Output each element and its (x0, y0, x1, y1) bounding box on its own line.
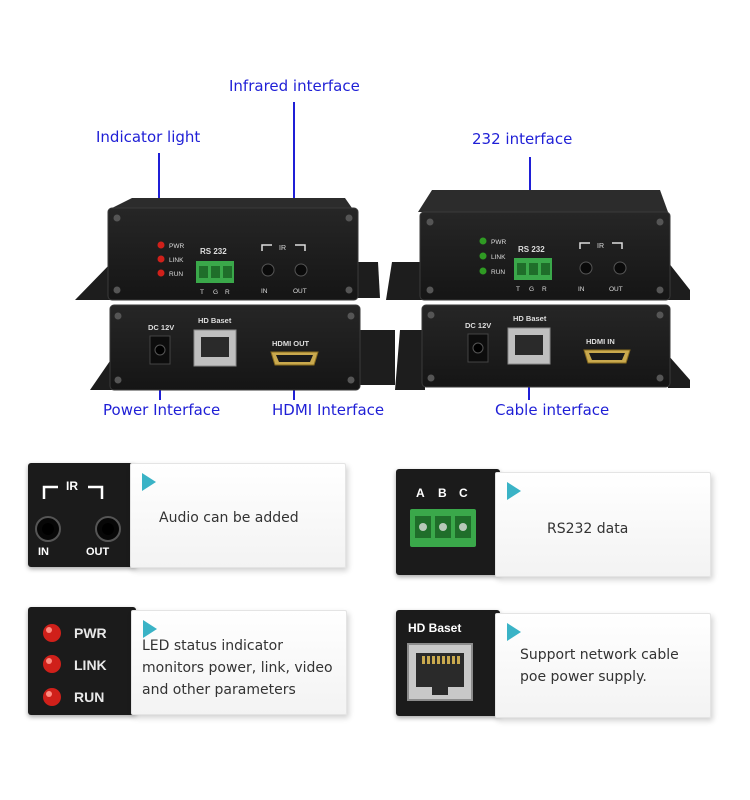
svg-text:G: G (213, 289, 218, 296)
callout-infrared: Infrared interface (229, 77, 360, 95)
right-unit: PWR LINK RUN RS 232 T G R IR IN OUT DC 1… (386, 190, 690, 390)
svg-text:HD Baset: HD Baset (513, 314, 547, 323)
svg-text:IN: IN (261, 288, 268, 295)
feature-card-led: LED status indicator monitors power, lin… (131, 610, 347, 715)
feature-text-poe: Support network cable poe power supply. (520, 647, 679, 685)
feature-text-rs232: RS232 data (547, 521, 629, 537)
svg-text:OUT: OUT (86, 546, 110, 558)
svg-text:C: C (459, 486, 468, 500)
svg-text:A: A (416, 486, 425, 500)
feature-thumb-led: PWR LINK RUN (28, 607, 136, 715)
svg-text:IN: IN (578, 286, 585, 293)
svg-text:IR: IR (597, 243, 604, 250)
callout-indicator: Indicator light (96, 128, 201, 146)
play-triangle-icon (143, 620, 157, 638)
svg-text:B: B (438, 486, 447, 500)
svg-text:LINK: LINK (74, 657, 107, 673)
feature-thumb-hdbaset: HD Baset (396, 610, 500, 716)
svg-text:HDMI OUT: HDMI OUT (272, 339, 309, 348)
svg-text:IN: IN (38, 546, 49, 558)
svg-text:T: T (516, 286, 520, 293)
label-run: RUN (169, 271, 183, 278)
svg-text:G: G (529, 286, 534, 293)
svg-text:OUT: OUT (609, 286, 623, 293)
led-pwr (157, 241, 165, 249)
svg-text:DC 12V: DC 12V (148, 323, 174, 332)
label-link: LINK (169, 257, 184, 264)
terminal-block-image: A B C (410, 486, 476, 547)
rj45-port-image: HD Baset (407, 621, 473, 701)
svg-text:HD Baset: HD Baset (408, 621, 461, 635)
svg-text:R: R (542, 286, 547, 293)
svg-text:RS 232: RS 232 (518, 245, 545, 254)
svg-text:IR: IR (279, 245, 286, 252)
led-pwr-green (479, 237, 487, 245)
play-triangle-icon (142, 473, 156, 491)
feature-card-poe: Support network cable poe power supply. (495, 613, 711, 718)
svg-text:HD Baset: HD Baset (198, 316, 232, 325)
feature-text-led: LED status indicator monitors power, lin… (142, 638, 333, 698)
callout-cable: Cable interface (495, 401, 610, 419)
feature-text-audio: Audio can be added (159, 510, 299, 526)
label-rs232: RS 232 (200, 247, 227, 256)
play-triangle-icon (507, 482, 521, 500)
callout-power: Power Interface (103, 401, 221, 419)
svg-text:PWR: PWR (74, 625, 107, 641)
svg-text:RUN: RUN (74, 689, 104, 705)
callout-rs232: 232 interface (472, 130, 573, 148)
label-pwr: PWR (169, 243, 184, 250)
device-photo: PWR LINK RUN RS 232 T G R IR IN OUT DC 1… (75, 190, 690, 391)
feature-thumb-ir: IR IN OUT (28, 463, 136, 567)
svg-text:IR: IR (66, 479, 78, 493)
feature-card-audio: Audio can be added (130, 463, 346, 568)
led-link (157, 255, 165, 263)
callout-line-infrared (293, 102, 295, 242)
led-link-green (479, 252, 487, 260)
ir-jacks-image: IR IN OUT (35, 479, 121, 558)
callout-hdmi: HDMI Interface (272, 401, 385, 419)
svg-text:PWR: PWR (491, 239, 506, 246)
svg-text:LINK: LINK (491, 254, 506, 261)
feature-card-rs232: RS232 data (495, 472, 711, 577)
svg-text:OUT: OUT (293, 288, 307, 295)
svg-text:DC 12V: DC 12V (465, 321, 491, 330)
svg-text:RUN: RUN (491, 269, 505, 276)
left-unit: PWR LINK RUN RS 232 T G R IR IN OUT DC 1… (75, 198, 395, 391)
play-triangle-icon (507, 623, 521, 641)
svg-text:R: R (225, 289, 230, 296)
led-run (157, 269, 165, 277)
svg-text:HDMI IN: HDMI IN (586, 337, 615, 346)
led-run-green (479, 267, 487, 275)
feature-thumb-rs232: A B C (396, 469, 500, 575)
svg-text:T: T (200, 289, 204, 296)
led-indicators-image: PWR LINK RUN (43, 624, 107, 706)
left-flange-upper (75, 262, 118, 300)
